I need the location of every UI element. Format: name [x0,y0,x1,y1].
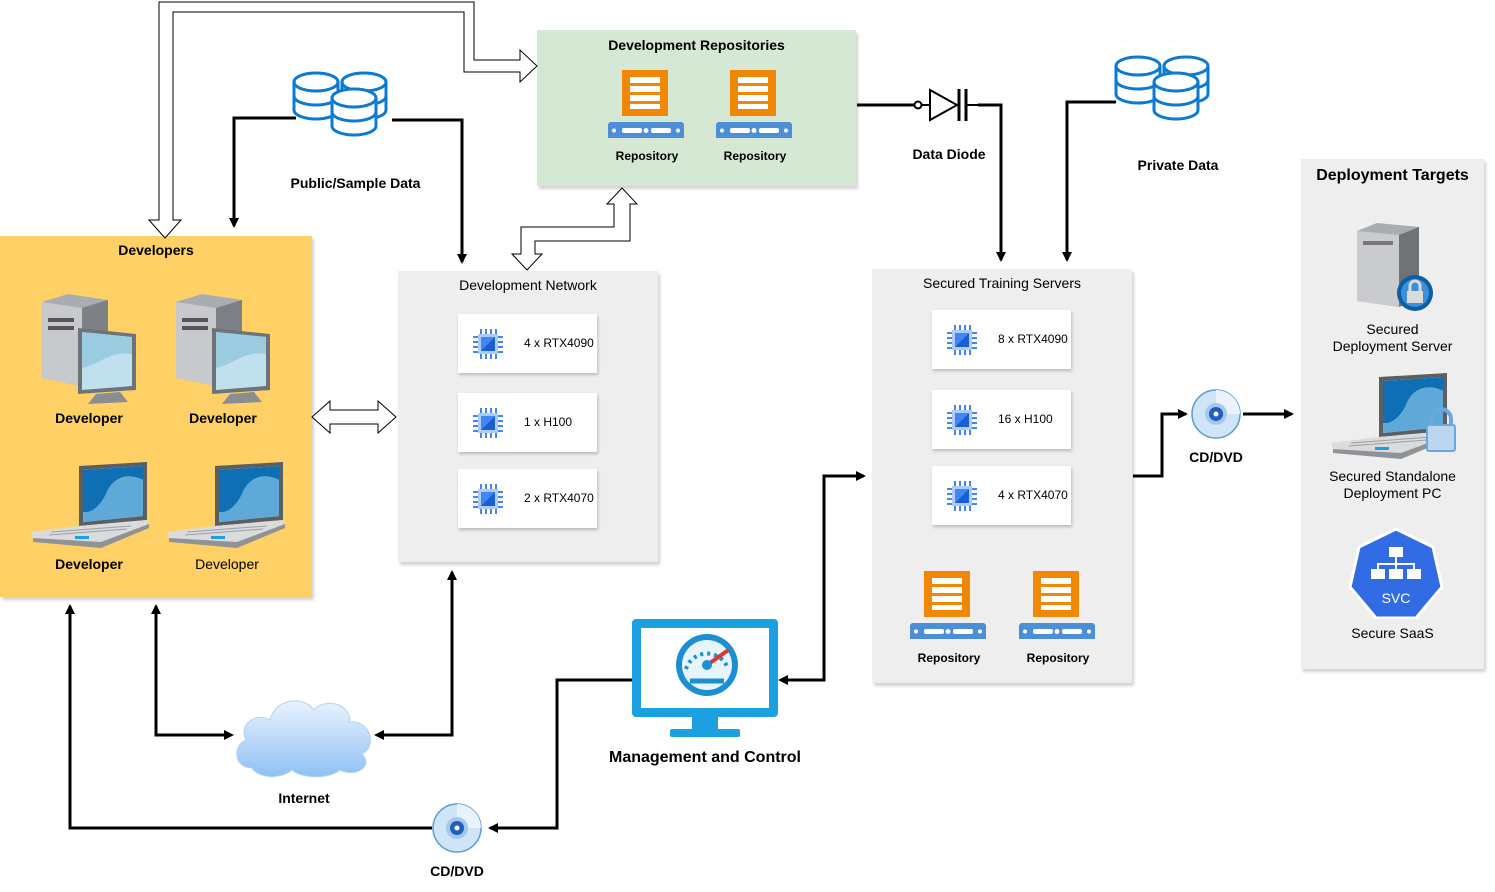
gpu-card: 4 x RTX4070 [932,466,1071,525]
deployment-targets-group: Deployment Targets Secured Deployment Se… [1301,159,1484,669]
monitor-gauge-icon [632,619,778,737]
developer-label: Developer [189,410,257,426]
deployment-targets-title: Deployment Targets [1316,167,1469,184]
secure-server-icon [1357,223,1433,311]
secured-deployment-server-label-2: Deployment Server [1332,338,1453,354]
developer-label: Developer [195,556,259,572]
cd-dvd-label: CD/DVD [1189,449,1243,465]
secured-training-servers-title: Secured Training Servers [923,275,1081,291]
development-network-title: Development Network [459,277,597,293]
repository-label: Repository [615,149,679,163]
svc-badge-text: SVC [1382,590,1411,606]
cloud-icon [236,700,371,778]
gpu-label: 1 x H100 [524,415,573,429]
repository-label: Repository [1026,651,1090,665]
development-repositories-group: Development Repositories Repository Repo… [537,30,856,186]
developer-label: Developer [55,556,123,572]
development-network-group: Development Network 4 x RTX4090 1 x H100… [398,271,658,562]
diode-icon [913,88,978,122]
database-icon [292,70,396,170]
secure-laptop-icon [1331,373,1456,460]
gpu-card: 1 x H100 [458,393,597,452]
data-diode-label: Data Diode [912,146,986,162]
secured-training-servers-group: Secured Training Servers 8 x RTX4090 16 … [872,269,1132,683]
private-data-label: Private Data [1137,157,1219,173]
public-data-label: Public/Sample Data [290,175,421,191]
repository-label: Repository [917,651,981,665]
gpu-label: 4 x RTX4090 [524,336,594,350]
secure-saas-label: Secure SaaS [1351,625,1434,641]
gpu-label: 16 x H100 [998,412,1053,426]
gpu-label: 2 x RTX4070 [524,491,594,505]
cd-icon [432,803,482,853]
developers-group: Developers Developer Developer Developer… [0,236,312,597]
developers-title: Developers [118,242,194,258]
repository-label: Repository [723,149,787,163]
gpu-card: 4 x RTX4090 [458,314,597,373]
gpu-label: 8 x RTX4090 [998,332,1068,346]
cd-icon [1191,389,1241,439]
gpu-label: 4 x RTX4070 [998,488,1068,502]
secured-deployment-server-label-1: Secured [1366,321,1419,337]
secured-standalone-pc-label-1: Secured Standalone [1329,468,1456,484]
management-label: Management and Control [608,749,801,766]
kubernetes-svc-icon: SVC [1349,527,1443,619]
gpu-card: 8 x RTX4090 [932,310,1071,369]
developer-label: Developer [55,410,123,426]
cd-dvd-label: CD/DVD [430,863,484,879]
development-repositories-title: Development Repositories [608,37,785,53]
gpu-card: 2 x RTX4070 [458,469,597,528]
database-icon [1114,54,1218,154]
gpu-card: 16 x H100 [932,390,1071,449]
secured-standalone-pc-label-2: Deployment PC [1343,485,1442,501]
internet-label: Internet [278,790,330,806]
